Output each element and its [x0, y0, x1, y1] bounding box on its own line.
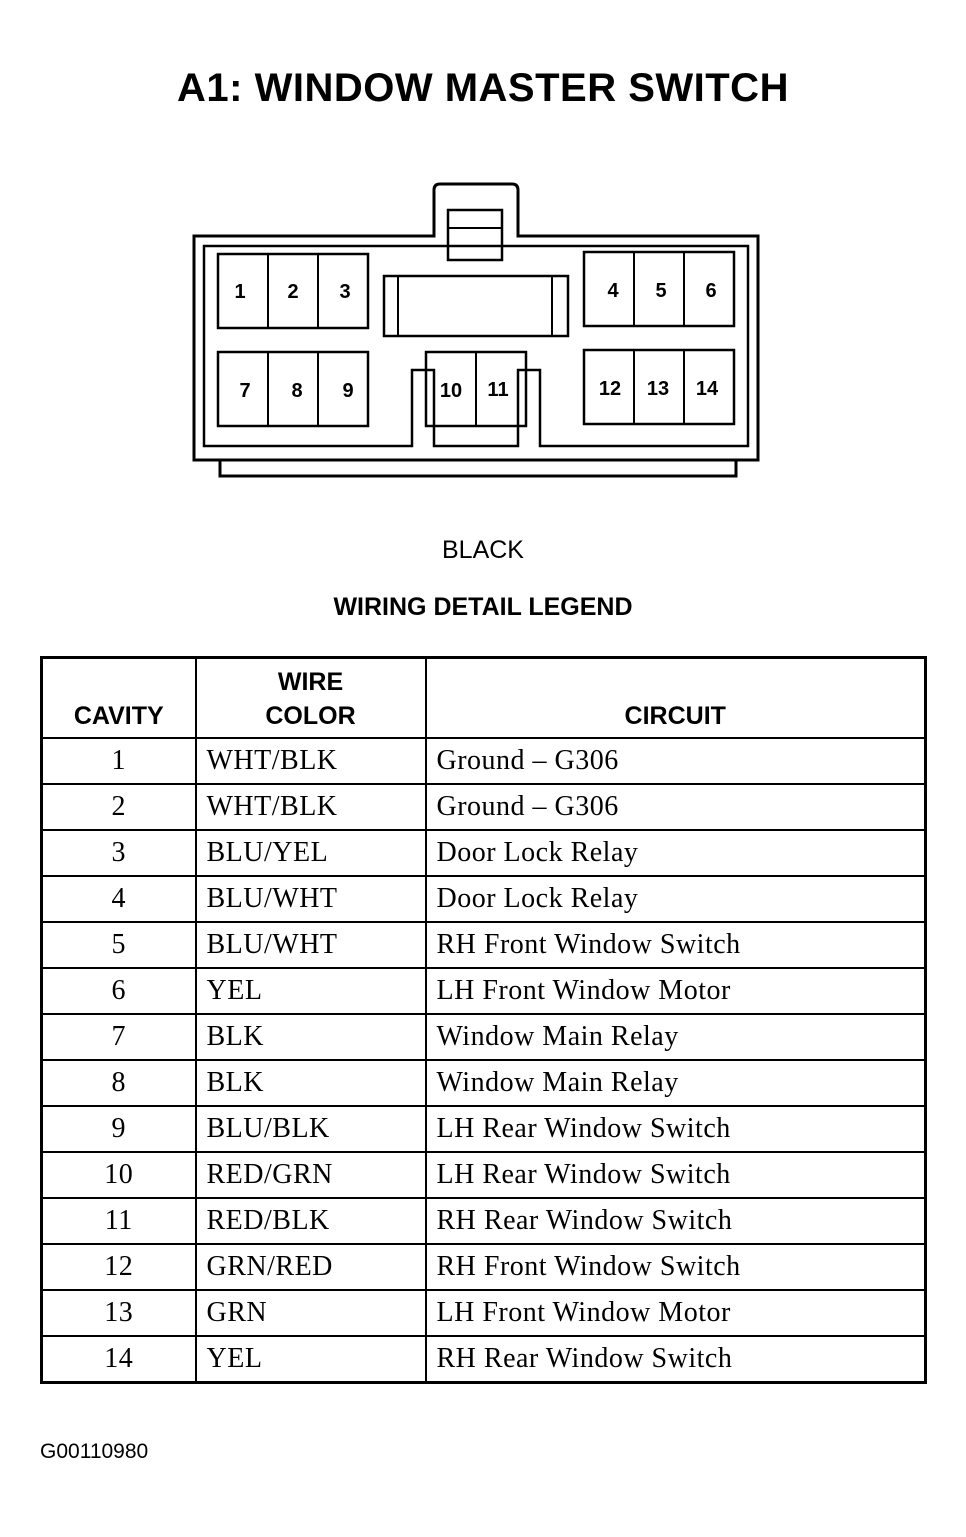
circuit-cell: Door Lock Relay	[424, 829, 927, 877]
cavity-group-1-3	[216, 252, 370, 330]
cavity-number: 6	[705, 280, 716, 302]
wire-color-cell: BLK	[194, 1013, 427, 1061]
circuit-cell: RH Rear Window Switch	[424, 1197, 927, 1245]
connector-inner-outline	[202, 244, 750, 448]
wire-color-cell: GRN	[194, 1289, 427, 1337]
circuit-cell: RH Rear Window Switch	[424, 1335, 927, 1384]
cavity-number: 9	[342, 380, 353, 402]
wire-color-cell: RED/BLK	[194, 1197, 427, 1245]
legend-title: WIRING DETAIL LEGEND	[333, 593, 633, 621]
circuit-cell: LH Front Window Motor	[424, 1289, 927, 1337]
cavity-cell: 10	[40, 1151, 197, 1199]
connector-face-diagram: 1 2 3 4 5 6 7 8 9 10 11 12 13 14	[192, 182, 760, 478]
circuit-cell: LH Front Window Motor	[424, 967, 927, 1015]
circuit-cell: Window Main Relay	[424, 1059, 927, 1107]
cavity-cell: 5	[40, 921, 197, 969]
diagram-title: A1: WINDOW MASTER SWITCH	[177, 66, 789, 110]
connector-base-strip	[218, 460, 738, 478]
circuit-cell: RH Front Window Switch	[424, 1243, 927, 1291]
cavity-number: 11	[487, 379, 508, 401]
cavity-cell: 1	[40, 737, 197, 785]
cavity-number: 8	[291, 380, 302, 402]
center-slot	[382, 274, 570, 338]
cavity-cell: 12	[40, 1243, 197, 1291]
wire-color-cell: WHT/BLK	[194, 737, 427, 785]
cavity-group-7-9	[216, 350, 370, 428]
circuit-cell: RH Front Window Switch	[424, 921, 927, 969]
circuit-cell: Ground – G306	[424, 783, 927, 831]
cavity-cell: 8	[40, 1059, 197, 1107]
circuit-cell: Door Lock Relay	[424, 875, 927, 923]
wire-color-cell: BLK	[194, 1059, 427, 1107]
cavity-cell: 11	[40, 1197, 197, 1245]
connector-latch	[446, 208, 504, 262]
cavity-number: 12	[599, 378, 621, 400]
connector-color-label: BLACK	[442, 536, 524, 564]
header-circuit: CIRCUIT	[424, 656, 927, 739]
cavity-cell: 13	[40, 1289, 197, 1337]
cavity-cell: 14	[40, 1335, 197, 1384]
circuit-cell: Window Main Relay	[424, 1013, 927, 1061]
wire-color-cell: BLU/BLK	[194, 1105, 427, 1153]
cavity-number: 1	[234, 281, 245, 303]
cavity-group-4-6	[582, 250, 736, 328]
header-cavity: CAVITY	[40, 656, 197, 739]
wire-color-cell: BLU/YEL	[194, 829, 427, 877]
wire-color-cell: YEL	[194, 1335, 427, 1384]
cavity-cell: 7	[40, 1013, 197, 1061]
cavity-cell: 6	[40, 967, 197, 1015]
cavity-number: 5	[655, 280, 666, 302]
cavity-number: 13	[647, 378, 669, 400]
circuit-cell: LH Rear Window Switch	[424, 1151, 927, 1199]
wire-color-cell: BLU/WHT	[194, 875, 427, 923]
cavity-number: 4	[607, 280, 619, 302]
circuit-cell: LH Rear Window Switch	[424, 1105, 927, 1153]
cavity-cell: 4	[40, 875, 197, 923]
figure-code: G00110980	[40, 1440, 149, 1463]
wire-color-cell: YEL	[194, 967, 427, 1015]
cavity-number: 7	[239, 380, 250, 402]
cavity-number: 10	[440, 380, 462, 402]
cavity-number: 14	[696, 378, 719, 400]
wire-color-cell: RED/GRN	[194, 1151, 427, 1199]
cavity-number: 3	[339, 281, 350, 303]
cavity-number: 2	[287, 281, 298, 303]
cavity-cell: 3	[40, 829, 197, 877]
wire-color-cell: WHT/BLK	[194, 783, 427, 831]
cavity-group-12-14	[582, 348, 736, 426]
cavity-cell: 2	[40, 783, 197, 831]
cavity-cell: 9	[40, 1105, 197, 1153]
circuit-cell: Ground – G306	[424, 737, 927, 785]
wire-color-cell: GRN/RED	[194, 1243, 427, 1291]
wire-color-cell: BLU/WHT	[194, 921, 427, 969]
connector-housing	[192, 182, 760, 462]
